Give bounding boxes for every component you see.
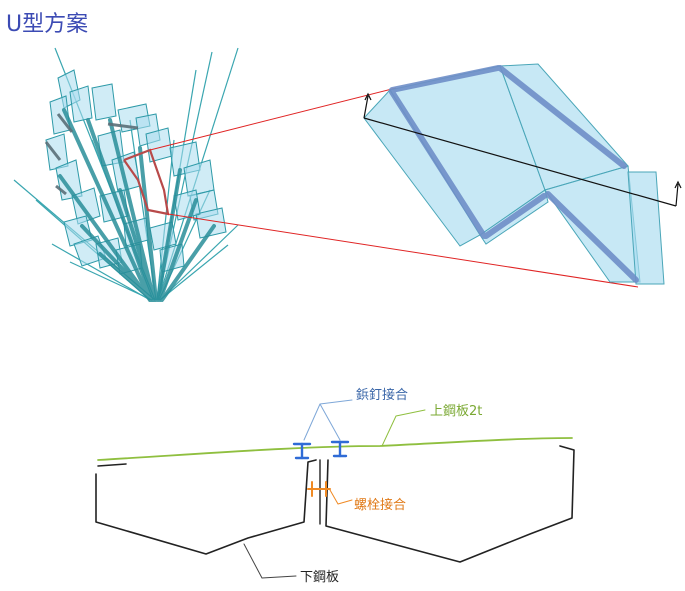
lower-plate-label: 下鋼板 <box>300 570 340 585</box>
cross-section-sketch <box>95 399 575 579</box>
structure-3d-model <box>13 47 239 302</box>
rivet-joint-label: 鋲釘接合 <box>356 388 409 403</box>
upper-plate-label: 上鋼板2t <box>430 404 483 419</box>
rivet-icon <box>330 440 350 458</box>
bolt-joint-label: 螺栓接合 <box>354 498 407 513</box>
zoomed-unit-detail <box>363 63 682 285</box>
rivet-icon <box>292 442 312 460</box>
rivet-leader <box>303 399 353 441</box>
left-box-outline <box>95 459 317 555</box>
bolt-leader <box>329 489 353 505</box>
upper-plate-line <box>97 437 573 461</box>
upper-plate-leader <box>381 409 426 447</box>
lower-plate-leader <box>243 543 297 579</box>
bolt-icon <box>307 481 331 497</box>
right-box-outline <box>325 445 575 563</box>
page-title: U型方案 <box>6 12 89 37</box>
zoom-leader-lines <box>149 87 639 288</box>
